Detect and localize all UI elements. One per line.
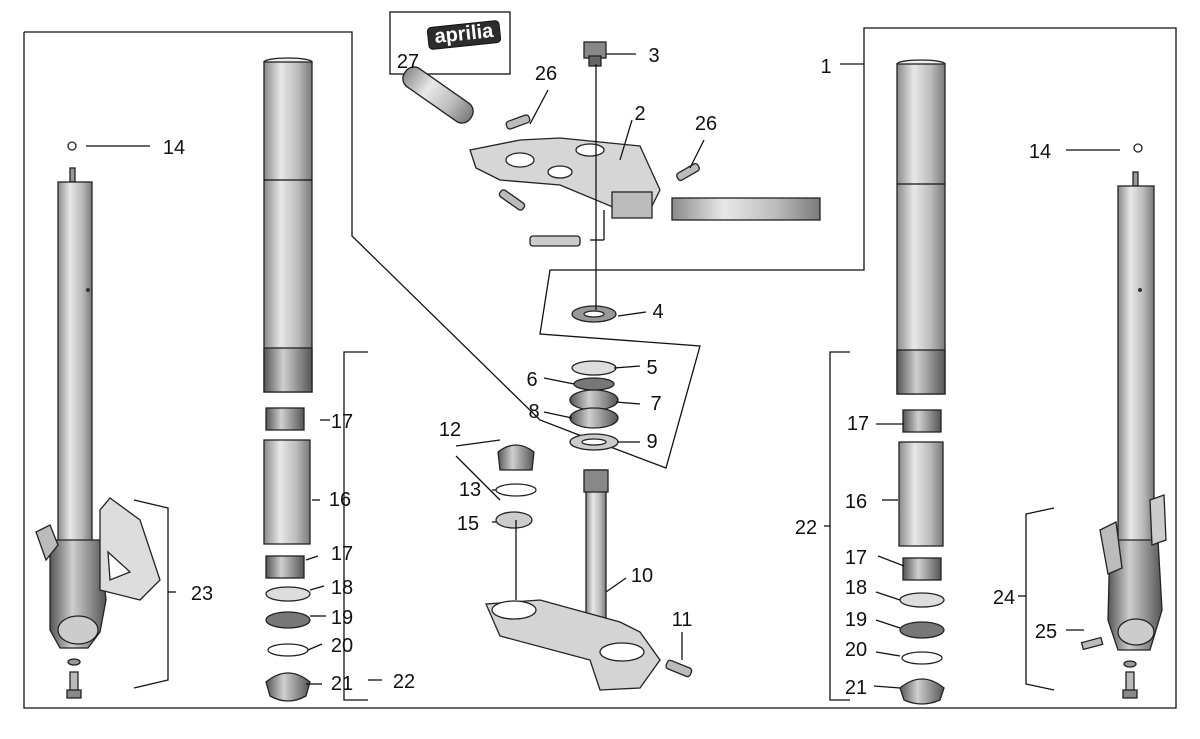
callout-p8[interactable]: 8 xyxy=(528,401,539,423)
callout-p18b[interactable]: 18 xyxy=(845,577,867,599)
left-bushing-lower xyxy=(265,555,305,579)
callout-p21a[interactable]: 21 xyxy=(331,673,353,695)
callout-p21b[interactable]: 21 xyxy=(845,677,867,699)
callout-p6[interactable]: 6 xyxy=(526,369,537,391)
callout-p27[interactable]: 27 xyxy=(397,51,419,73)
callout-p18a[interactable]: 18 xyxy=(331,577,353,599)
callout-p17b[interactable]: 17 xyxy=(331,543,353,565)
callout-p3[interactable]: 3 xyxy=(648,45,659,67)
top-yoke xyxy=(402,41,821,247)
right-bushing-upper xyxy=(902,409,942,433)
callout-p25[interactable]: 25 xyxy=(1035,621,1057,643)
callout-p17a[interactable]: 17 xyxy=(331,411,353,433)
left-fork-leg xyxy=(35,141,161,699)
callout-p2[interactable]: 2 xyxy=(634,103,645,125)
right-bushing-lower xyxy=(902,557,942,581)
callout-p14b[interactable]: 14 xyxy=(1029,141,1051,163)
callout-p19b[interactable]: 19 xyxy=(845,609,867,631)
callout-p15[interactable]: 15 xyxy=(457,513,479,535)
callout-p17c[interactable]: 17 xyxy=(847,413,869,435)
right-seals xyxy=(899,592,945,705)
left-bushing-upper xyxy=(265,407,305,431)
callout-p24[interactable]: 24 xyxy=(993,587,1015,609)
callout-p7[interactable]: 7 xyxy=(650,393,661,415)
steering-bearings xyxy=(569,305,619,451)
adjuster-nut-group xyxy=(495,444,537,529)
callout-p11[interactable]: 11 xyxy=(672,609,693,631)
callout-p5[interactable]: 5 xyxy=(646,357,657,379)
callout-p13[interactable]: 13 xyxy=(459,479,481,501)
bottom-yoke xyxy=(485,469,693,691)
callout-p9[interactable]: 9 xyxy=(646,431,657,453)
callout-p12[interactable]: 12 xyxy=(439,419,461,441)
right-outer-tube xyxy=(896,59,946,395)
callout-p19a[interactable]: 19 xyxy=(331,607,353,629)
right-inner-tube xyxy=(898,441,944,547)
callout-p23[interactable]: 23 xyxy=(191,583,213,605)
left-outer-tube xyxy=(263,57,313,393)
callout-p10[interactable]: 10 xyxy=(631,565,653,587)
outer-frame xyxy=(23,27,1177,709)
callout-p20a[interactable]: 20 xyxy=(331,635,353,657)
callout-p26b[interactable]: 26 xyxy=(695,113,717,135)
callout-p4[interactable]: 4 xyxy=(652,301,663,323)
left-seals xyxy=(265,586,311,702)
callout-p20b[interactable]: 20 xyxy=(845,639,867,661)
callout-p14a[interactable]: 14 xyxy=(163,137,185,159)
leader-lines xyxy=(86,53,1120,701)
callout-p1[interactable]: 1 xyxy=(820,56,831,78)
brand-label-part: aprilia xyxy=(389,11,511,75)
right-fork-leg xyxy=(1080,143,1167,699)
callout-p17d[interactable]: 17 xyxy=(845,547,867,569)
callout-p22b[interactable]: 22 xyxy=(795,517,817,539)
callout-p26a[interactable]: 26 xyxy=(535,63,557,85)
callout-p22a[interactable]: 22 xyxy=(393,671,415,693)
callout-p16b[interactable]: 16 xyxy=(845,491,867,513)
left-inner-tube xyxy=(263,439,311,545)
callout-p16a[interactable]: 16 xyxy=(329,489,351,511)
